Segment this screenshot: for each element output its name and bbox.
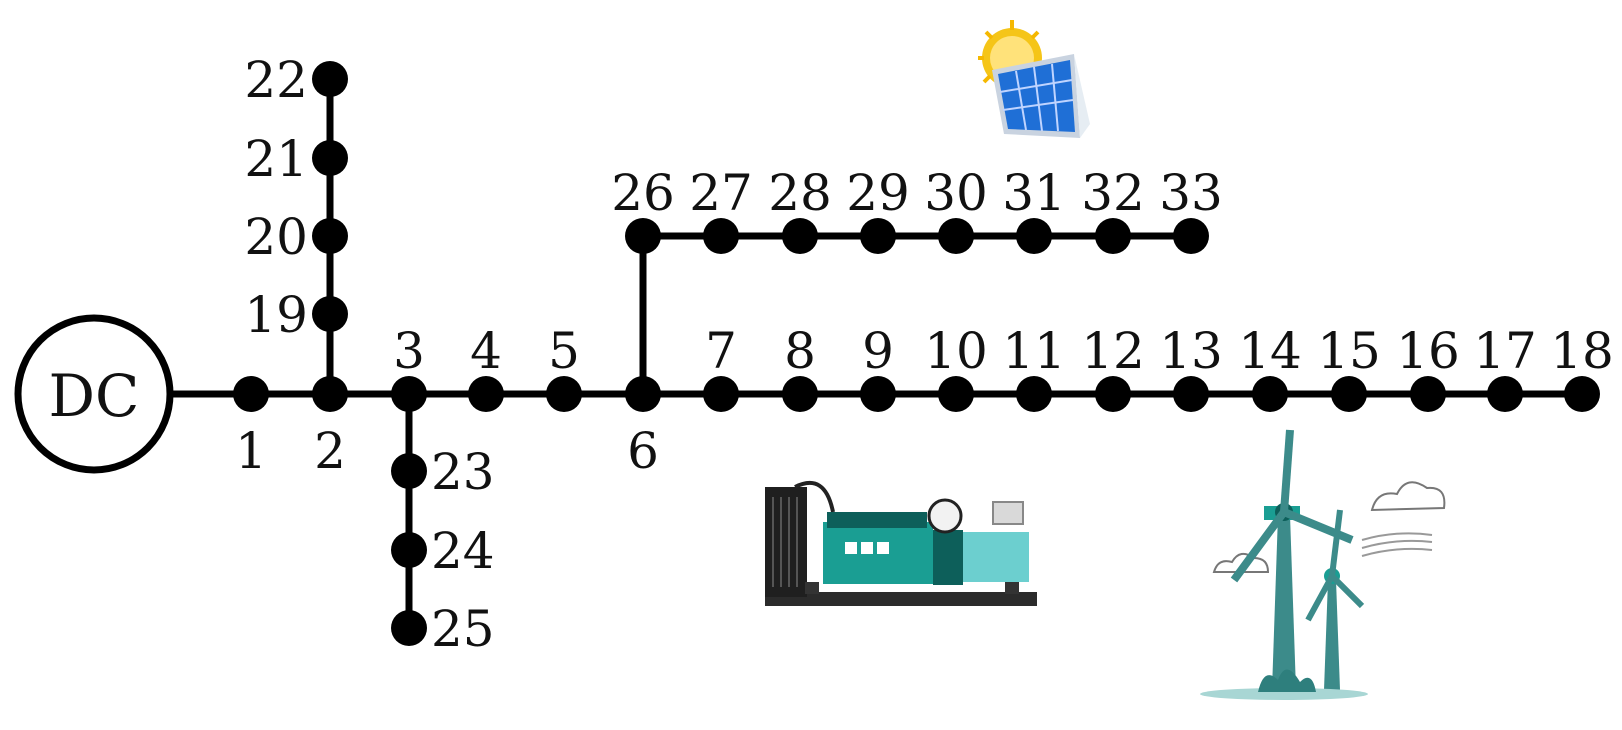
dc-source-label: DC	[49, 362, 140, 430]
bus-label-31: 31	[1002, 164, 1066, 222]
bus-nodes	[233, 61, 1600, 646]
bus-label-9: 9	[862, 322, 894, 380]
bus-node-23	[391, 453, 427, 489]
bus-label-26: 26	[611, 164, 675, 222]
bus-label-30: 30	[924, 164, 988, 222]
bus-label-10: 10	[924, 322, 988, 380]
bus-label-14: 14	[1238, 322, 1302, 380]
bus-node-17	[1487, 376, 1523, 412]
bus-label-1: 1	[235, 422, 267, 480]
wind-turbine-icon	[1200, 429, 1446, 700]
bus-label-17: 17	[1473, 322, 1537, 380]
bus-label-6: 6	[627, 422, 659, 480]
bus-label-8: 8	[784, 322, 816, 380]
bus-node-11	[1016, 376, 1052, 412]
bus-node-8	[782, 376, 818, 412]
bus-label-2: 2	[314, 422, 346, 480]
diesel-generator-icon	[765, 481, 1037, 606]
bus-node-14	[1252, 376, 1288, 412]
bus-node-22	[312, 61, 348, 97]
bus-node-13	[1173, 376, 1209, 412]
bus-node-12	[1095, 376, 1131, 412]
bus-label-27: 27	[689, 164, 753, 222]
bus-node-7	[703, 376, 739, 412]
bus-node-24	[391, 532, 427, 568]
bus-label-3: 3	[393, 322, 425, 380]
bus-node-3	[391, 376, 427, 412]
bus-label-25: 25	[431, 600, 495, 658]
dc-source: DC	[14, 314, 174, 474]
bus-node-4	[468, 376, 504, 412]
bus-node-27	[703, 218, 739, 254]
bus-label-18: 18	[1550, 322, 1614, 380]
bus-label-24: 24	[431, 522, 495, 580]
bus-label-13: 13	[1159, 322, 1223, 380]
solar-panel-icon	[978, 20, 1090, 138]
bus-label-19: 19	[244, 286, 308, 344]
bus-node-21	[312, 140, 348, 176]
bus-label-11: 11	[1002, 322, 1066, 380]
bus-label-22: 22	[244, 51, 308, 109]
bus-node-10	[938, 376, 974, 412]
bus-label-33: 33	[1159, 164, 1223, 222]
bus-label-5: 5	[548, 322, 580, 380]
bus-node-6	[625, 376, 661, 412]
bus-node-1	[233, 376, 269, 412]
bus-node-31	[1016, 218, 1052, 254]
bus-node-29	[860, 218, 896, 254]
bus-label-21: 21	[244, 130, 308, 188]
cloud-icon	[1212, 481, 1446, 573]
bus-label-4: 4	[470, 322, 502, 380]
bus-label-16: 16	[1396, 322, 1460, 380]
bus-node-25	[391, 610, 427, 646]
bus-label-23: 23	[431, 443, 495, 501]
bus-label-20: 20	[244, 208, 308, 266]
bus-label-15: 15	[1317, 322, 1381, 380]
bus-label-12: 12	[1081, 322, 1145, 380]
bus-node-33	[1173, 218, 1209, 254]
bus-node-30	[938, 218, 974, 254]
bus-node-15	[1331, 376, 1367, 412]
bus-node-9	[860, 376, 896, 412]
bus-node-32	[1095, 218, 1131, 254]
bus-node-5	[546, 376, 582, 412]
bus-label-29: 29	[846, 164, 910, 222]
bus-label-32: 32	[1081, 164, 1145, 222]
bus-node-26	[625, 218, 661, 254]
bus-label-7: 7	[705, 322, 737, 380]
bus-node-20	[312, 218, 348, 254]
bus-node-2	[312, 376, 348, 412]
bus-node-19	[312, 296, 348, 332]
bus-node-18	[1564, 376, 1600, 412]
bus-node-16	[1410, 376, 1446, 412]
bus-node-28	[782, 218, 818, 254]
bus-label-28: 28	[768, 164, 832, 222]
